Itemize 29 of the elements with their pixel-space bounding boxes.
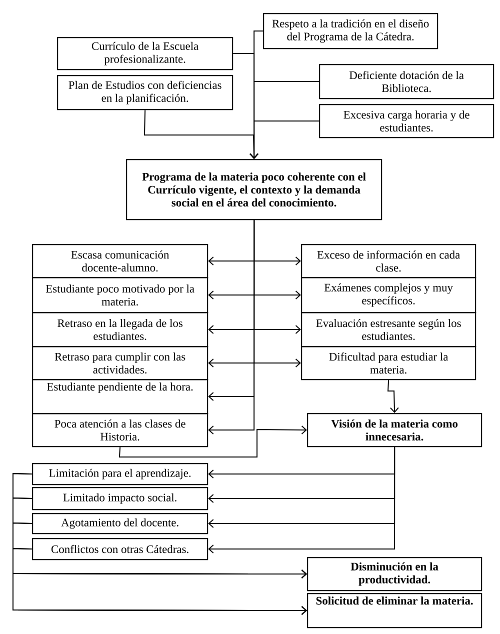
- factor-box: Escasa comunicación docente-alumno.: [32, 244, 208, 278]
- cause-box: Excesiva carga horaria y de estudiantes.: [319, 104, 494, 138]
- factor-box: Estudiante pendiente de la hora.: [32, 379, 208, 414]
- arrow: [118, 426, 307, 458]
- factor-box: Retraso en la llegada de los estudiantes.: [32, 312, 208, 348]
- consequence-box: Limitado impacto social.: [32, 487, 208, 510]
- arrow: [250, 120, 320, 159]
- factor-box: Retraso para cumplir con las actividades.: [32, 346, 208, 380]
- cause-box: Currículo de la Escuela profesionalizante.: [57, 37, 234, 70]
- consequence-box: Disminución en la productividad.: [307, 557, 482, 592]
- cause-box: Deficiente dotación de la Biblioteca.: [319, 64, 494, 100]
- factor-box: Poca atención a las clases de Historia.: [32, 413, 208, 448]
- factor-box: Exámenes complejos y muy específicos.: [301, 277, 476, 314]
- arrow: [208, 220, 255, 435]
- factor-box: Dificultad para estudiar la materia.: [301, 346, 476, 380]
- cause-box: Respeto a la tradición en el diseño del Programa de la Cátedra.: [263, 13, 438, 50]
- consequence-box: Agotamiento del docente.: [32, 513, 208, 534]
- arrow: [12, 548, 307, 616]
- effect-box: Visión de la materia como innecesaria.: [307, 413, 482, 448]
- consequence-box: Conflictos con otras Cátedras.: [32, 538, 208, 560]
- factor-box: Evaluación estresante según los estudiantes.: [301, 312, 476, 348]
- arrow: [387, 380, 399, 413]
- arrow: [208, 446, 396, 554]
- consequence-box: Solicitud de eliminar la materia.: [307, 593, 482, 628]
- factor-box: Estudiante poco motivado por la materia.: [32, 277, 208, 314]
- cause-box: Plan de Estudios con deficiencias en la planificación.: [57, 75, 234, 110]
- problem-box: Programa de la materia poco coherente con el Currículo vigente, el contexto y la demanda social en el área del conocimiento.: [126, 159, 382, 220]
- consequence-box: Limitación para el aprendizaje.: [32, 463, 208, 486]
- factor-box: Exceso de información en cada clase.: [301, 244, 476, 278]
